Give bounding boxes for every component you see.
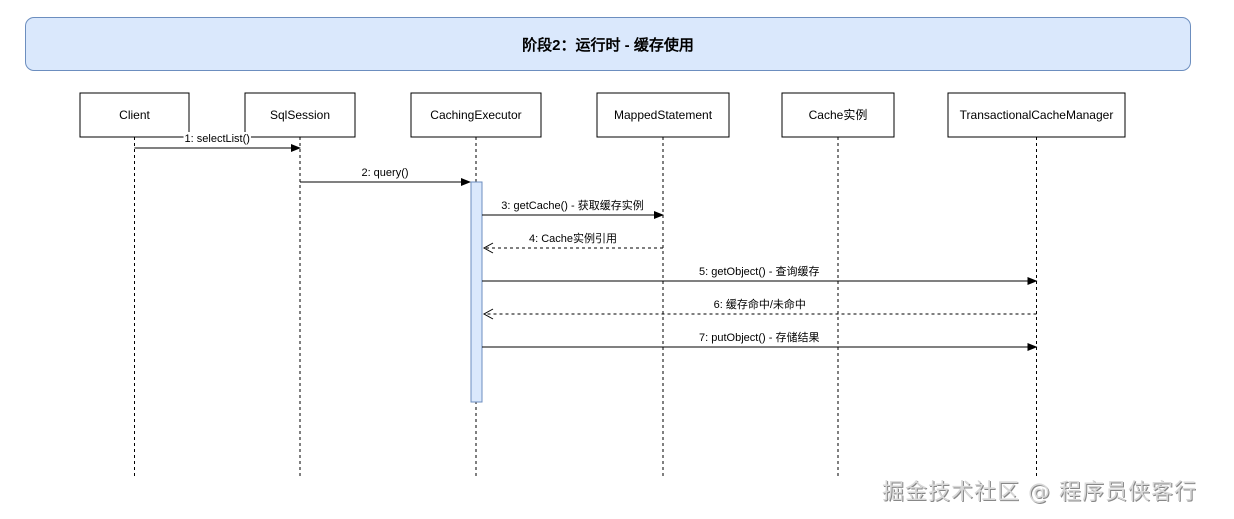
actor-label-cachingexecutor: CachingExecutor	[430, 108, 521, 122]
actor-label-cache: Cache实例	[809, 107, 868, 122]
return-arrowhead-4	[482, 242, 494, 254]
message-label-6: 6: 缓存命中/未命中	[714, 297, 806, 311]
watermark: 掘金技术社区 @ 程序员侠客行	[882, 480, 1197, 505]
message-label-bg	[698, 265, 821, 278]
return-arrowhead-6	[482, 308, 494, 320]
actor-label-client: Client	[119, 108, 150, 122]
actor-box-client	[79, 92, 190, 138]
message-label-3: 3: getCache() - 获取缓存实例	[501, 198, 643, 212]
message-label-bg	[527, 232, 619, 245]
message-label-4: 4: Cache实例引用	[529, 231, 617, 245]
phase-title: 阶段2：运行时 - 缓存使用	[25, 17, 1191, 71]
message-label-1: 1: selectList()	[185, 133, 250, 145]
actor-box-mappedstatement	[596, 92, 730, 138]
activation-bar	[470, 181, 483, 403]
message-label-5: 5: getObject() - 查询缓存	[699, 264, 819, 278]
message-label-bg	[500, 199, 645, 212]
message-label-2: 2: query()	[361, 167, 408, 179]
message-label-bg	[183, 132, 251, 145]
actor-box-cache	[781, 92, 895, 138]
actor-label-tcm: TransactionalCacheManager	[960, 108, 1114, 122]
actor-box-sqlsession	[244, 92, 356, 138]
message-label-bg	[360, 166, 410, 179]
actor-box-tcm	[947, 92, 1126, 138]
actor-box-cachingexecutor	[410, 92, 542, 138]
message-label-bg	[698, 331, 821, 344]
actor-label-mappedstatement: MappedStatement	[614, 108, 713, 122]
message-label-bg	[712, 298, 807, 311]
actor-label-sqlsession: SqlSession	[270, 108, 330, 122]
message-label-7: 7: putObject() - 存储结果	[699, 330, 819, 344]
